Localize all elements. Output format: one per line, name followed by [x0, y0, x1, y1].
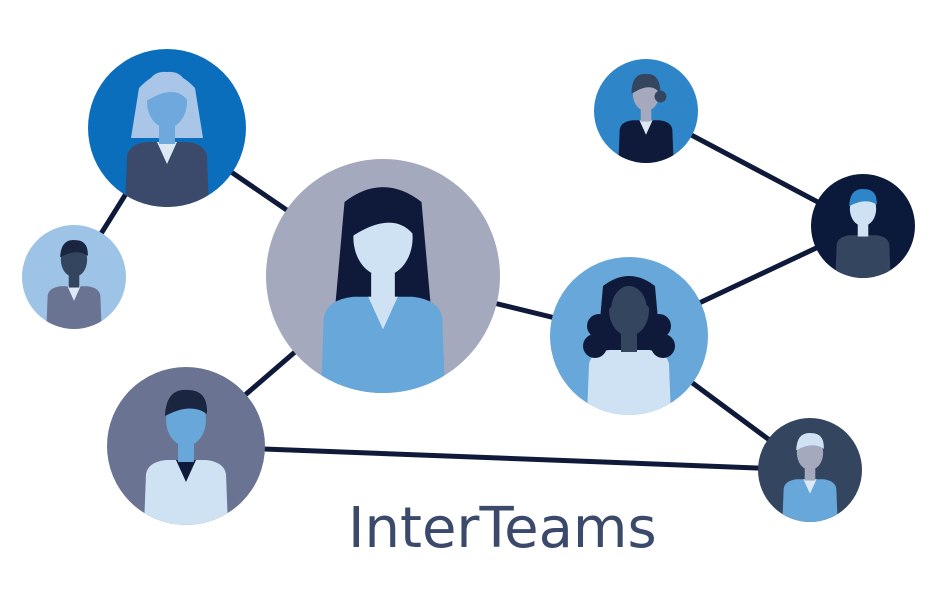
- person-woman-center: [266, 159, 500, 393]
- person-man-bottom-right: [758, 418, 862, 522]
- connection-line: [185, 443, 811, 473]
- person-icon: [583, 276, 675, 415]
- person-icon: [618, 74, 674, 163]
- person-man-left: [22, 225, 126, 329]
- person-icon: [125, 71, 209, 207]
- person-man-bottom-left: [107, 367, 265, 525]
- person-man-right: [811, 174, 915, 278]
- person-woman-mid-right: [550, 257, 708, 415]
- person-woman-top-left: [88, 49, 246, 207]
- person-icon: [320, 187, 446, 393]
- brand-title: InterTeams: [348, 496, 657, 561]
- person-woman-top-right: [594, 59, 698, 163]
- people: [22, 49, 915, 525]
- person-icon: [835, 189, 891, 278]
- person-icon: [46, 240, 102, 329]
- person-icon: [144, 389, 228, 525]
- person-icon: [782, 433, 838, 522]
